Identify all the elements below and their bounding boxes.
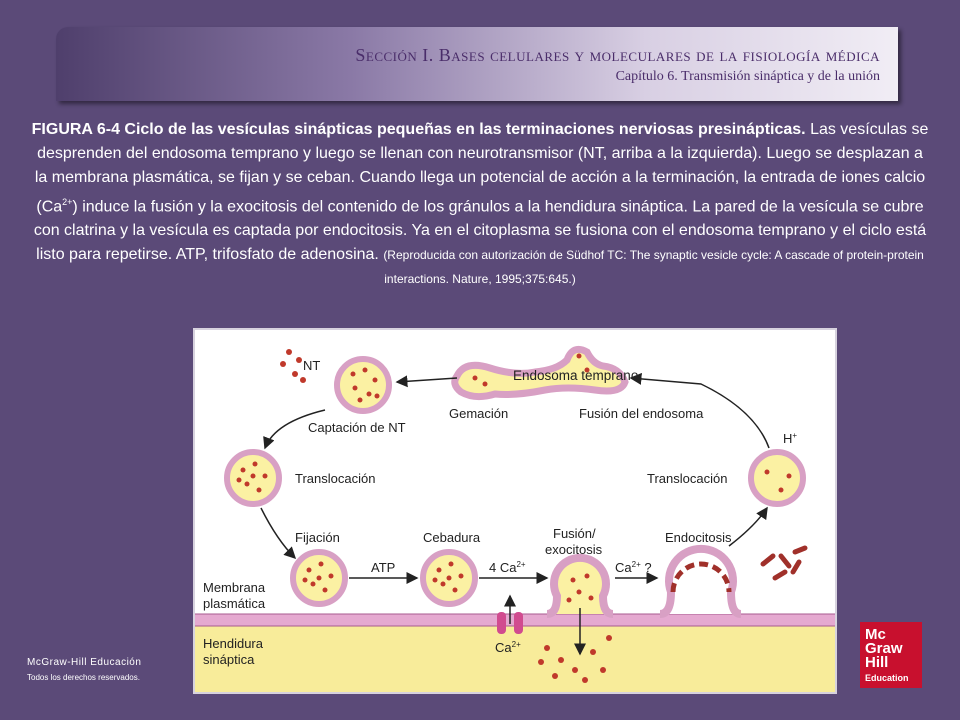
label-ca-bottom: Ca2+ <box>495 640 521 655</box>
label-atp: ATP <box>371 560 395 575</box>
label-h-plus: H+ <box>783 431 797 446</box>
figure-credit: (Reproducida con autorización de Südhof … <box>383 248 924 287</box>
caption-body-1: Las vesículas se desprenden del endosoma… <box>34 121 929 216</box>
clathrin-coat <box>670 561 732 593</box>
vesicle-cycle-figure: NT Captación de NT Endosoma temprano Gem… <box>193 328 837 694</box>
neurotransmitter-dots <box>236 349 792 683</box>
early-endosome <box>451 345 629 401</box>
vesicle-uptake <box>334 356 392 414</box>
label-endosoma: Endosoma temprano <box>513 368 638 383</box>
section-title: Sección I. Bases celulares y moleculares… <box>355 45 880 65</box>
synaptic-cleft <box>195 626 835 692</box>
calcium-channel <box>497 612 506 634</box>
label-translocacion-right: Translocación <box>647 471 727 486</box>
fusion-vesicle <box>546 553 614 618</box>
caption-body-2: ) induce la fusión y la exocitosis del c… <box>33 198 927 264</box>
figure-title: FIGURA 6-4 Ciclo de las vesículas sinápt… <box>31 121 806 138</box>
label-fusion-2: exocitosis <box>545 542 603 557</box>
chapter-title: Capítulo 6. Transmisión sináptica y de l… <box>615 69 880 84</box>
label-translocacion-left: Translocación <box>295 471 375 486</box>
label-nt: NT <box>303 358 320 373</box>
label-fusion-endosoma: Fusión del endosoma <box>579 406 704 421</box>
label-hendidura-2: sináptica <box>203 652 255 667</box>
label-membrana-1: Membrana <box>203 580 266 595</box>
figure-caption: FIGURA 6-4 Ciclo de las vesículas sinápt… <box>30 118 930 291</box>
label-ca-q: Ca2+ ? <box>615 560 652 575</box>
arrow-endocytosis <box>728 506 768 547</box>
clathrin-fragments <box>760 545 808 581</box>
label-endocitosis: Endocitosis <box>665 530 732 545</box>
arrow-budding <box>395 375 458 388</box>
mcgraw-hill-logo: Mc Graw Hill Education <box>860 622 922 688</box>
label-fijacion: Fijación <box>295 530 340 545</box>
caption-sup: 2+ <box>62 197 73 207</box>
label-fusion-1: Fusión/ <box>553 526 596 541</box>
label-hendidura-1: Hendidura <box>203 636 264 651</box>
arrow-translocation <box>260 507 297 560</box>
label-ca4: 4 Ca2+ <box>489 560 526 575</box>
publisher-name: McGraw-Hill Educación <box>27 657 142 668</box>
label-cebadura: Cebadura <box>423 530 481 545</box>
endocytosis-pit <box>659 544 742 618</box>
arrow-uptake <box>263 409 326 450</box>
arrow-endosome-fusion <box>629 372 770 449</box>
label-membrana-2: plasmática <box>203 596 266 611</box>
rights-text: Todos los derechos reservados. <box>27 673 140 682</box>
vesicle-translocation-right <box>748 449 806 507</box>
label-captacion: Captación de NT <box>308 420 406 435</box>
slide-header: Sección I. Bases celulares y moleculares… <box>56 27 898 101</box>
label-gemacion: Gemación <box>449 406 508 421</box>
